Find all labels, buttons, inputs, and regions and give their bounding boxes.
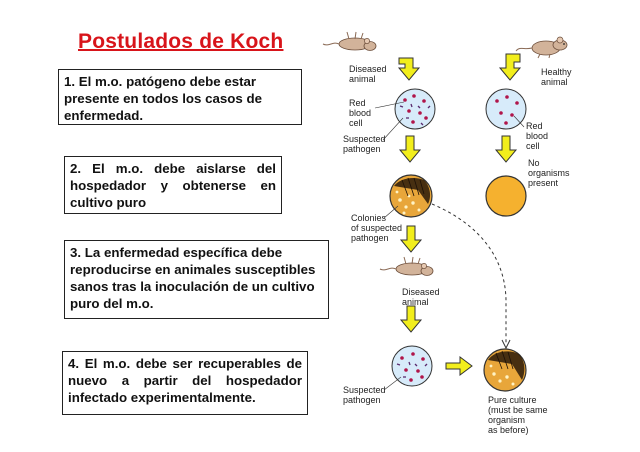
arrow-down-1 — [399, 135, 421, 163]
pure-culture-label: Pure culture (must be same organism as b… — [488, 395, 550, 435]
diseased-animal-1-label: Diseased animal — [349, 64, 389, 84]
postulate-4-box: 4. El m.o. debe ser recuperables de nuev… — [62, 351, 308, 415]
dashed-connector — [431, 203, 507, 343]
colonies-label: Colonies of suspected pathogen — [351, 213, 405, 243]
diseased-animal-1-image — [322, 31, 377, 51]
postulate-3-box: 3. La enfermedad específica debe reprodu… — [64, 240, 329, 319]
no-organisms-label: No organisms present — [528, 158, 572, 188]
arrow-down-right — [495, 135, 517, 163]
suspected-pathogen-2-label: Suspected pathogen — [343, 385, 388, 405]
blood-sample-diseased — [394, 88, 436, 130]
red-blood-cell-left-label: Red blood cell — [349, 98, 374, 128]
arrow-bent-left — [397, 57, 421, 81]
red-blood-cell-right-label: Red blood cell — [526, 121, 551, 151]
suspected-pathogen-1-label: Suspected pathogen — [343, 134, 388, 154]
diseased-animal-2-image — [379, 256, 434, 276]
page-title: Postulados de Koch — [78, 30, 284, 53]
colonies-plate — [389, 174, 433, 218]
healthy-animal-image — [515, 36, 568, 59]
arrow-right — [445, 356, 473, 376]
blood-sample-infected — [391, 345, 433, 387]
arrow-down-3 — [400, 305, 422, 333]
postulate-2-box: 2. El m.o. debe aislarse del hospedador … — [64, 156, 282, 214]
healthy-animal-label: Healthy animal — [541, 67, 574, 87]
arrow-bent-right — [498, 53, 522, 81]
pure-culture-plate — [483, 348, 527, 392]
empty-culture-plate — [485, 175, 527, 217]
diseased-animal-2-label: Diseased animal — [402, 287, 442, 307]
postulate-1-box: 1. El m.o. patógeno debe estar presente … — [58, 69, 302, 125]
blood-sample-healthy — [485, 88, 527, 130]
